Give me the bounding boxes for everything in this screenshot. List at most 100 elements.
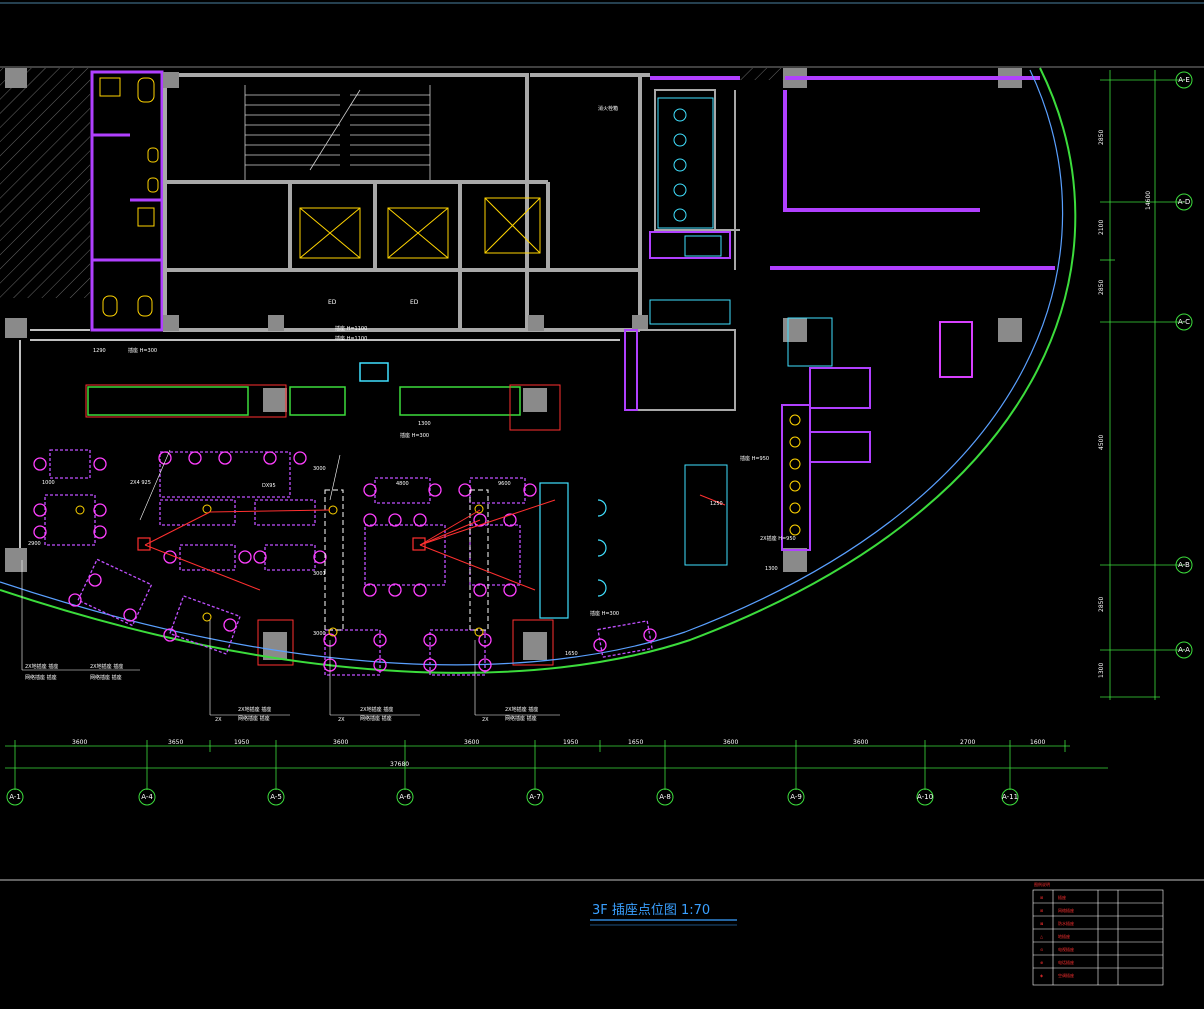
elevator-tag-2: ED (410, 299, 419, 306)
dim-h-3: 1950 (234, 739, 249, 746)
legend-symbol-6: ⊕ (1040, 960, 1043, 965)
table-dim-2: DX95 (262, 483, 276, 489)
table-dim-10: 2900 (28, 541, 41, 547)
legend-symbol-4: △ (1040, 934, 1044, 939)
axis-bottom-4: A-6 (399, 793, 411, 801)
axis-right-1: A-E (1178, 76, 1190, 84)
dim-v-5: 2850 (1098, 597, 1105, 612)
dim-h-2: 3650 (168, 739, 183, 746)
legend-text-4: 地插座 (1058, 933, 1070, 939)
counters-red (85, 384, 561, 666)
legend-text-3: 防水插座 (1058, 920, 1074, 926)
socket-note-3: 插座 H=1100 (335, 325, 367, 332)
socket-note-1: 插座 H=300 (128, 347, 157, 354)
right-rooms (650, 76, 1055, 270)
wall-sockets-kitchen (789, 414, 801, 536)
network-box-2 (412, 537, 426, 551)
axis-right-3: A-C (1178, 318, 1190, 326)
socket-note-4: 插座 H=1100 (335, 335, 367, 342)
legend-symbol-2: ⊞ (1040, 908, 1043, 913)
table-dim-11: 1650 (565, 651, 578, 657)
table-dim-7: 3001 (313, 571, 326, 577)
table-dim-3: 4800 (396, 481, 409, 487)
dim-v-1: 2850 (1098, 130, 1105, 145)
hatched-wall-top-right (740, 68, 785, 80)
axis-bottom-8: A-10 (917, 793, 933, 801)
dim-h-9: 3600 (853, 739, 868, 746)
axis-right-5: A-A (1178, 646, 1190, 654)
dim-v-6: 1300 (1098, 663, 1105, 678)
vertical-dimension-lines (1100, 70, 1185, 700)
stair-elevator-core (163, 73, 650, 332)
socket-note-2: 插座 H=300 (400, 432, 429, 439)
legend-header: 图例说明 (1034, 881, 1050, 887)
structural-columns (5, 68, 1022, 660)
table-dim-4: 9600 (498, 481, 511, 487)
callout-1b-line1: 2X地插座 插座 (90, 663, 123, 670)
axis-bottom-2: A-4 (141, 793, 153, 801)
callout-4-prefix: 2X (482, 717, 489, 723)
legend-text-7: 空调插座 (1058, 972, 1074, 978)
table-dim-13: 1250 (710, 501, 723, 507)
table-dim-5: 1000 (42, 480, 55, 486)
corridor (19, 329, 620, 548)
network-leader-lines (144, 494, 726, 591)
cashier-box (359, 362, 389, 382)
kitchen-equipment (649, 97, 833, 367)
horizontal-dimension-lines (5, 740, 1108, 790)
display-box (684, 464, 728, 566)
toilet-fixtures (99, 77, 159, 317)
callout-3-line1: 2X地插座 插座 (360, 706, 393, 713)
curved-facade-inner (0, 69, 1064, 666)
socket-note-6: 插座 H=300 (590, 610, 619, 617)
dim-total: 37680 (390, 761, 409, 768)
callout-1b-line2: 网络插座 插座 (90, 674, 122, 681)
network-box-1 (137, 537, 151, 551)
callout-3-line2: 网络插座 插座 (360, 715, 392, 722)
dim-h-6: 1950 (563, 739, 578, 746)
counters (87, 386, 521, 416)
axis-right-2: A-D (1178, 198, 1191, 206)
legend-table (1032, 889, 1164, 986)
axis-bottom-5: A-7 (529, 793, 541, 801)
floor-sockets (75, 504, 484, 637)
hydrant-sign-label: 消火栓箱 (598, 105, 618, 112)
legend-text-5: 电视插座 (1058, 946, 1074, 952)
partition-dashed (324, 489, 489, 631)
legend-symbol-7: ◈ (1040, 973, 1044, 978)
table-dim-12: 1300 (765, 566, 778, 572)
table-dim-14: 1290 (93, 348, 106, 354)
drawing-title: 3F 插座点位图 1:70 (592, 903, 710, 918)
dim-v-4: 4500 (1098, 435, 1105, 450)
callout-2-line1: 2X地插座 插座 (238, 706, 271, 713)
dim-v-2: 2100 (1098, 220, 1105, 235)
kitchen-purple-walls (624, 231, 973, 551)
elevator-shafts (299, 197, 541, 259)
dim-h-7: 1650 (628, 739, 643, 746)
callout-3-prefix: 2X (338, 717, 345, 723)
callout-4-line1: 2X地插座 插座 (505, 706, 538, 713)
legend-symbol-1: ⊞ (1040, 895, 1043, 900)
dim-h-1: 3600 (72, 739, 87, 746)
dim-v-total: 14600 (1145, 191, 1152, 210)
axis-bottom-6: A-8 (659, 793, 671, 801)
callout-4-line2: 网络插座 插座 (505, 715, 537, 722)
kitchen (624, 89, 740, 411)
legend-text-6: 电话插座 (1058, 959, 1074, 965)
legend-text-2: 网络插座 (1058, 907, 1074, 913)
toilet-block (90, 70, 164, 332)
curved-facade-outer (0, 67, 1077, 674)
dim-h-8: 3600 (723, 739, 738, 746)
hatched-wall (0, 68, 90, 298)
table-dim-9: 1300 (418, 421, 431, 427)
axis-bottom-3: A-5 (270, 793, 282, 801)
axis-bottom-1: A-1 (9, 793, 21, 801)
axis-bottom-9: A-11 (1002, 793, 1018, 801)
legend-symbol-5: ⊙ (1040, 947, 1043, 952)
booth-benches (539, 482, 607, 619)
dining-tables (33, 449, 657, 676)
socket-note-7: 2X插座 H=950 (760, 535, 796, 542)
callout-1-line2: 网络插座 插座 (25, 674, 57, 681)
axis-right-4: A-B (1178, 561, 1190, 569)
